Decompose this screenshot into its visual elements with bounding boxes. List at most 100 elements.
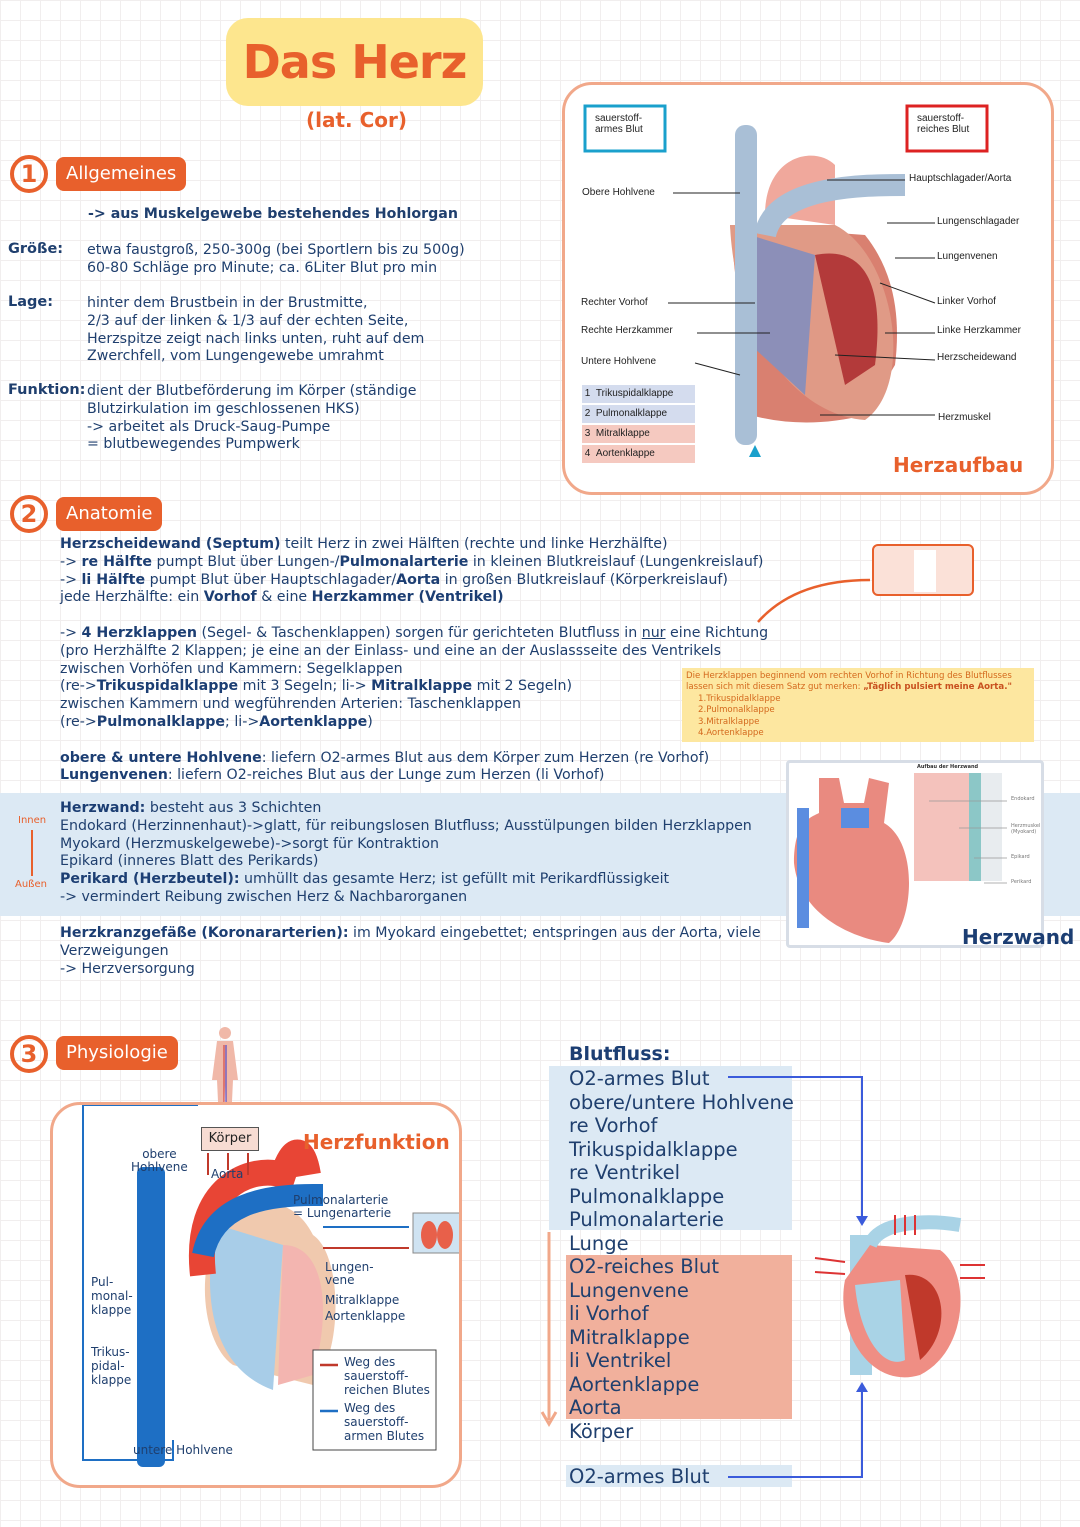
heart-anatomy-illustration	[583, 104, 989, 457]
groesse-text: etwa faustgroß, 250-300g (bei Sportlern …	[87, 242, 465, 276]
section-heading-allgemeines: Allgemeines	[56, 157, 187, 191]
bold-term: Lungenvenen	[60, 767, 168, 784]
text-segment: (re->	[60, 678, 97, 695]
funktion-label: Funktion:	[8, 382, 86, 398]
lage-text: hinter dem Brustbein in der Brustmitte,2…	[87, 295, 425, 365]
text-line	[60, 732, 768, 750]
intro-text: -> aus Muskelgewebe bestehendes Hohlorga…	[88, 206, 458, 222]
text-segment: (pro Herzhälfte 2 Klappen; je eine an de…	[60, 642, 722, 659]
herzfunktion-title: Herzfunktion	[303, 1130, 450, 1154]
box-sauerstoffarm: sauerstoff- armes Blut	[595, 113, 643, 135]
text-line: Herzscheidewand (Septum) teilt Herz in z…	[60, 536, 768, 554]
text-segment: eine Richtung	[665, 624, 769, 641]
text-line: zwischen Vorhöfen und Kammern: Segelklap…	[60, 661, 768, 679]
label-herzscheidewand: Herzscheidewand	[937, 352, 1017, 363]
label-pulmonalklappe: Pul- monal- klappe	[91, 1275, 133, 1317]
heart-wall-illustration	[794, 773, 1007, 943]
label-linke-herzkammer: Linke Herzkammer	[937, 325, 1021, 336]
text-segment: -> Herzversorgung	[60, 960, 195, 977]
text-segment: ->	[60, 553, 82, 570]
text-segment: (re->	[60, 713, 97, 730]
label-lungenschlagader: Lungenschlagader	[937, 216, 1020, 227]
label-linker-vorhof: Linker Vorhof	[937, 296, 996, 307]
blutfluss-end: O2-armes Blut	[569, 1465, 710, 1488]
bold-term: Perikard (Herzbeutel):	[60, 871, 240, 888]
bold-term: re Hälfte	[81, 553, 152, 570]
text-segment: ->	[60, 571, 82, 588]
text-segment: pumpt Blut über Lungen-/	[151, 553, 340, 570]
herzaufbau-title: Herzaufbau	[893, 453, 1024, 477]
bold-term: Aorta	[396, 571, 441, 588]
funktion-text: dient der Blutbeförderung im Körper (stä…	[87, 383, 417, 453]
page-subtitle: (lat. Cor)	[306, 108, 408, 132]
legend-blue: Weg des sauerstoff- armen Blutes	[344, 1401, 425, 1443]
text-segment: mit 2 Segeln)	[472, 678, 572, 695]
label-pulmonalarterie: Pulmonalarterie = Lungenarterie	[293, 1193, 392, 1220]
text-segment: besteht aus 3 Schichten	[145, 800, 322, 816]
direction-arrow	[31, 830, 33, 876]
text-segment: jede Herzhälfte: ein	[60, 589, 204, 606]
text-segment: ->	[60, 624, 82, 641]
text-segment: nur	[641, 624, 666, 641]
section-number-2: 2	[10, 495, 48, 533]
label-epikard: Epikard	[1011, 854, 1030, 860]
innen-label: Innen	[18, 815, 47, 826]
bold-term: li Hälfte	[81, 571, 146, 588]
bold-term: Pulmonalklappe	[96, 713, 226, 730]
label-mitralklappe: Mitralklappe	[325, 1293, 400, 1307]
label-untere-hohlvene: untere Hohlvene	[133, 1443, 233, 1457]
text-line: -> Herzversorgung	[60, 961, 761, 979]
text-line: Myokard (Herzmuskelgewebe)->sorgt für Ko…	[60, 836, 752, 854]
text-segment: -> vermindert Reibung zwischen Herz & Na…	[60, 888, 468, 905]
mnemonic-note: Die Herzklappen beginnend vom rechten Vo…	[682, 668, 1034, 742]
text-segment: zwischen Kammern und wegführenden Arteri…	[60, 696, 522, 713]
bold-term: Pulmonalarterie	[339, 553, 469, 570]
label-myokard: Herzmuskel (Myokard)	[1011, 823, 1041, 835]
inset-title: Aufbau der Herzwand	[917, 764, 979, 770]
koronar-text: Herzkranzgefäße (Koronararterien): im My…	[60, 925, 761, 978]
heart-function-illustration	[82, 1105, 459, 1467]
text-segment: Endokard (Herzinnenhaut)->glatt, für rei…	[60, 817, 752, 834]
valve-icon	[872, 544, 974, 596]
red-highlight	[566, 1255, 792, 1419]
text-line: jede Herzhälfte: ein Vorhof & eine Herzk…	[60, 589, 768, 607]
label-herzmuskel: Herzmuskel	[938, 412, 991, 423]
text-line: -> re Hälfte pumpt Blut über Lungen-/Pul…	[60, 554, 768, 572]
text-segment: teilt Herz in zwei Hälften (rechte und l…	[280, 536, 668, 552]
legend-item: 2 Pulmonalklappe	[582, 405, 695, 423]
blue-highlight	[549, 1066, 792, 1230]
label-endokard: Endokard	[1011, 796, 1035, 802]
label-aorta: Aorta	[211, 1167, 244, 1181]
label-rechte-herzkammer: Rechte Herzkammer	[581, 325, 673, 336]
text-segment: pumpt Blut über Hauptschlagader/	[145, 571, 397, 588]
label-lungenvene: Lungen- vene	[325, 1260, 374, 1287]
bold-term: Herzkammer (Ventrikel)	[311, 589, 504, 606]
text-line: (re->Trikuspidalklappe mit 3 Segeln; li-…	[60, 678, 768, 696]
herzfunktion-card: Körper Herzfunktion obere Hohlvene Aorta…	[50, 1102, 462, 1488]
bold-term: Aortenklappe	[259, 713, 368, 730]
blue-highlight-end	[566, 1465, 792, 1487]
anatomy-text: Herzscheidewand (Septum) teilt Herz in z…	[60, 536, 768, 785]
aussen-label: Außen	[15, 879, 47, 890]
text-line	[60, 607, 768, 625]
text-segment: umhüllt das gesamte Herz; ist gefüllt mi…	[239, 871, 670, 888]
text-line: Herzkranzgefäße (Koronararterien): im My…	[60, 925, 761, 943]
bold-term: Vorhof	[203, 589, 257, 606]
text-line: -> vermindert Reibung zwischen Herz & Na…	[60, 889, 752, 907]
section-number-1: 1	[10, 155, 48, 193]
legend-item: 4 Aortenklappe	[582, 445, 695, 463]
flow-connector-diagram	[728, 1076, 985, 1478]
text-line: Perikard (Herzbeutel): umhüllt das gesam…	[60, 871, 752, 889]
bold-term: Mitralklappe	[371, 678, 473, 695]
text-segment: Epikard (inneres Blatt des Perikards)	[60, 853, 319, 870]
groesse-label: Größe:	[8, 241, 64, 257]
label-aorta: Hauptschlagader/Aorta	[909, 173, 1012, 184]
text-segment: Myokard (Herzmuskelgewebe)->sorgt für Ko…	[60, 835, 440, 852]
section-heading-anatomie: Anatomie	[56, 497, 163, 531]
label-untere-hohlvene: Untere Hohlvene	[581, 356, 657, 367]
text-segment: )	[367, 713, 373, 730]
text-segment: : liefern O2-armes Blut aus dem Körper z…	[261, 749, 710, 766]
text-segment: im Myokard eingebettet; entspringen aus …	[348, 925, 761, 941]
